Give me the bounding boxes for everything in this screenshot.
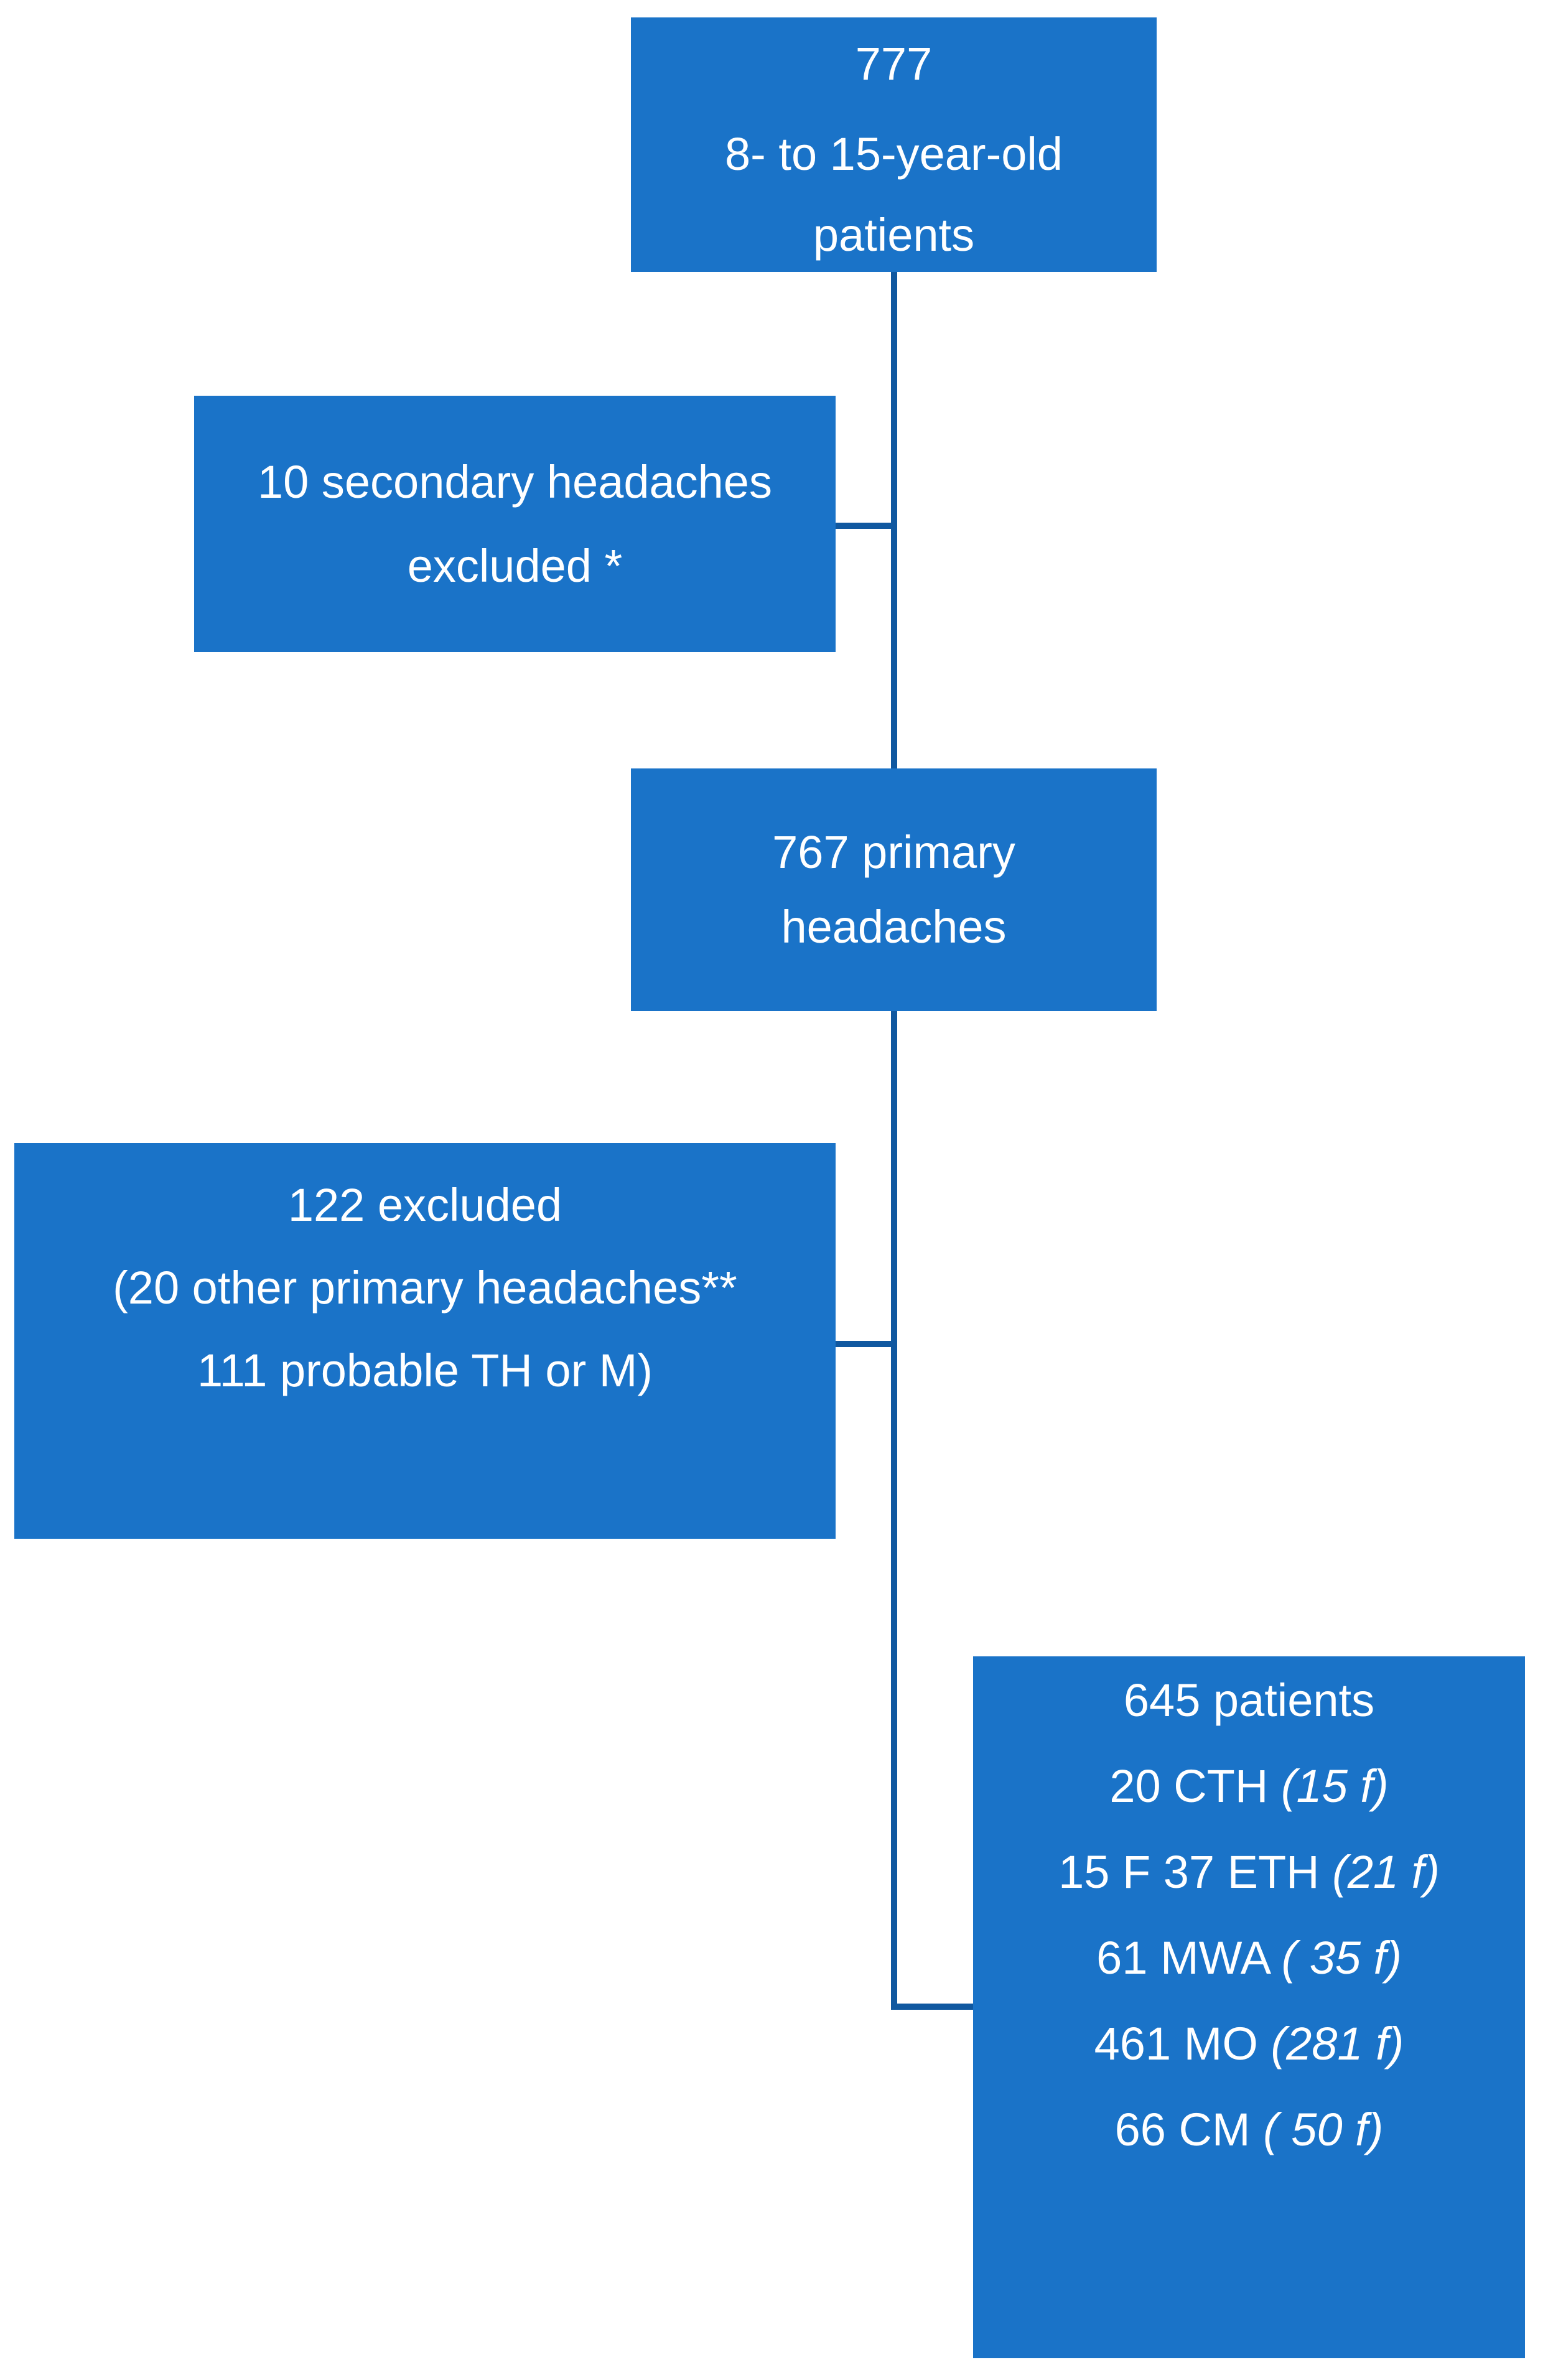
other-excluded-line: 111 probable TH or M) xyxy=(197,1345,653,1396)
final-cohort-line: 66 CM ( 50 f) xyxy=(986,2087,1513,2173)
box-other-excluded: 122 excluded (20 other primary headaches… xyxy=(14,1143,836,1539)
box-total-patients: 777 8- to 15-year-old patients xyxy=(631,17,1157,272)
final-cohort-line-italic: (21 f) xyxy=(1332,1846,1440,1898)
connector-other-excluded xyxy=(836,1341,897,1347)
final-cohort-line-italic: (15 f) xyxy=(1280,1760,1389,1812)
final-cohort-line-text: 645 patients xyxy=(1123,1674,1375,1726)
total-patients-count: 777 xyxy=(855,38,933,90)
final-cohort-line-text: 461 MO xyxy=(1094,2018,1271,2070)
final-cohort-line-italic: ( 35 f) xyxy=(1281,1932,1402,1984)
final-cohort-line-text: 20 CTH xyxy=(1109,1760,1281,1812)
final-cohort-line: 461 MO (281 f) xyxy=(986,2001,1513,2087)
total-patients-description: 8- to 15-year-old patients xyxy=(725,128,1063,261)
connector-main-vertical-upper xyxy=(891,272,897,768)
final-cohort-line: 15 F 37 ETH (21 f) xyxy=(986,1829,1513,1915)
other-excluded-line: 122 excluded xyxy=(287,1179,562,1231)
final-cohort-line: 20 CTH (15 f) xyxy=(986,1743,1513,1829)
box-final-cohort: 645 patients 20 CTH (15 f) 15 F 37 ETH (… xyxy=(973,1656,1525,2358)
connector-final-cohort-elbow xyxy=(891,2004,973,2010)
final-cohort-line-text: 61 MWA xyxy=(1096,1932,1282,1984)
final-cohort-line-text: 66 CM xyxy=(1114,2104,1264,2155)
final-cohort-line: 61 MWA ( 35 f) xyxy=(986,1915,1513,2001)
final-cohort-line-text: 15 F 37 ETH xyxy=(1058,1846,1333,1898)
secondary-excluded-text: 10 secondary headaches excluded * xyxy=(258,456,772,592)
box-primary-headaches: 767 primary headaches xyxy=(631,768,1157,1011)
primary-headaches-text: 767 primary headaches xyxy=(772,826,1015,953)
final-cohort-line-italic: ( 50 f) xyxy=(1263,2104,1384,2155)
final-cohort-line: 645 patients xyxy=(986,1658,1513,1743)
other-excluded-line: (20 other primary headaches** xyxy=(113,1262,737,1314)
connector-main-vertical-lower xyxy=(891,1011,897,2010)
connector-secondary-excluded xyxy=(836,523,897,529)
box-secondary-excluded: 10 secondary headaches excluded * xyxy=(194,396,836,652)
final-cohort-line-italic: (281 f) xyxy=(1271,2018,1404,2070)
